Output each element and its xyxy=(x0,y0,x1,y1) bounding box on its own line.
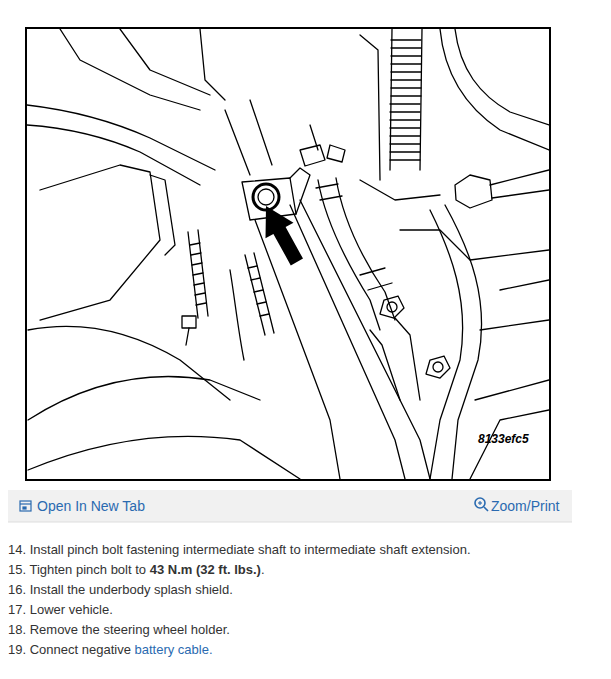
link-text: . xyxy=(209,642,213,657)
image-frame xyxy=(26,28,550,480)
instruction-step: 16. Install the underbody splash shield. xyxy=(8,582,233,598)
torque-value: 43 N.m (32 ft. lbs.) xyxy=(150,562,261,577)
toolbar-rule xyxy=(8,522,572,523)
instruction-step: 19. Connect negative battery cable. xyxy=(8,642,213,658)
step-text: 18. Remove the steering wheel holder. xyxy=(8,622,230,637)
toolbar-link: Open In New Tab xyxy=(37,498,145,514)
zoom-icon xyxy=(475,498,488,511)
step-text: 16. Install the underbody splash shield. xyxy=(8,582,233,597)
instruction-step: 17. Lower vehicle. xyxy=(8,602,113,618)
toolbar-bar xyxy=(8,490,572,522)
step-text: 19. Connect negative xyxy=(8,642,131,657)
steering-shaft-drawing xyxy=(27,29,549,479)
callout-arrow xyxy=(266,206,304,265)
step-text: 14. Install pinch bolt fastening interme… xyxy=(8,542,471,557)
open-tab-icon xyxy=(20,501,31,511)
toolbar-link: Zoom/Print xyxy=(491,498,559,514)
link-text: battery cable xyxy=(135,642,209,657)
instruction-step: 15. Tighten pinch bolt to 43 N.m (32 ft. … xyxy=(8,562,265,578)
instruction-step: 14. Install pinch bolt fastening interme… xyxy=(8,542,471,558)
step-text: 15. Tighten pinch bolt to xyxy=(8,562,146,577)
instruction-step: 18. Remove the steering wheel holder. xyxy=(8,622,230,638)
step-text: 17. Lower vehicle. xyxy=(8,602,113,617)
figure-id: 8133efc5 xyxy=(478,432,529,446)
step-text: . xyxy=(261,562,265,577)
